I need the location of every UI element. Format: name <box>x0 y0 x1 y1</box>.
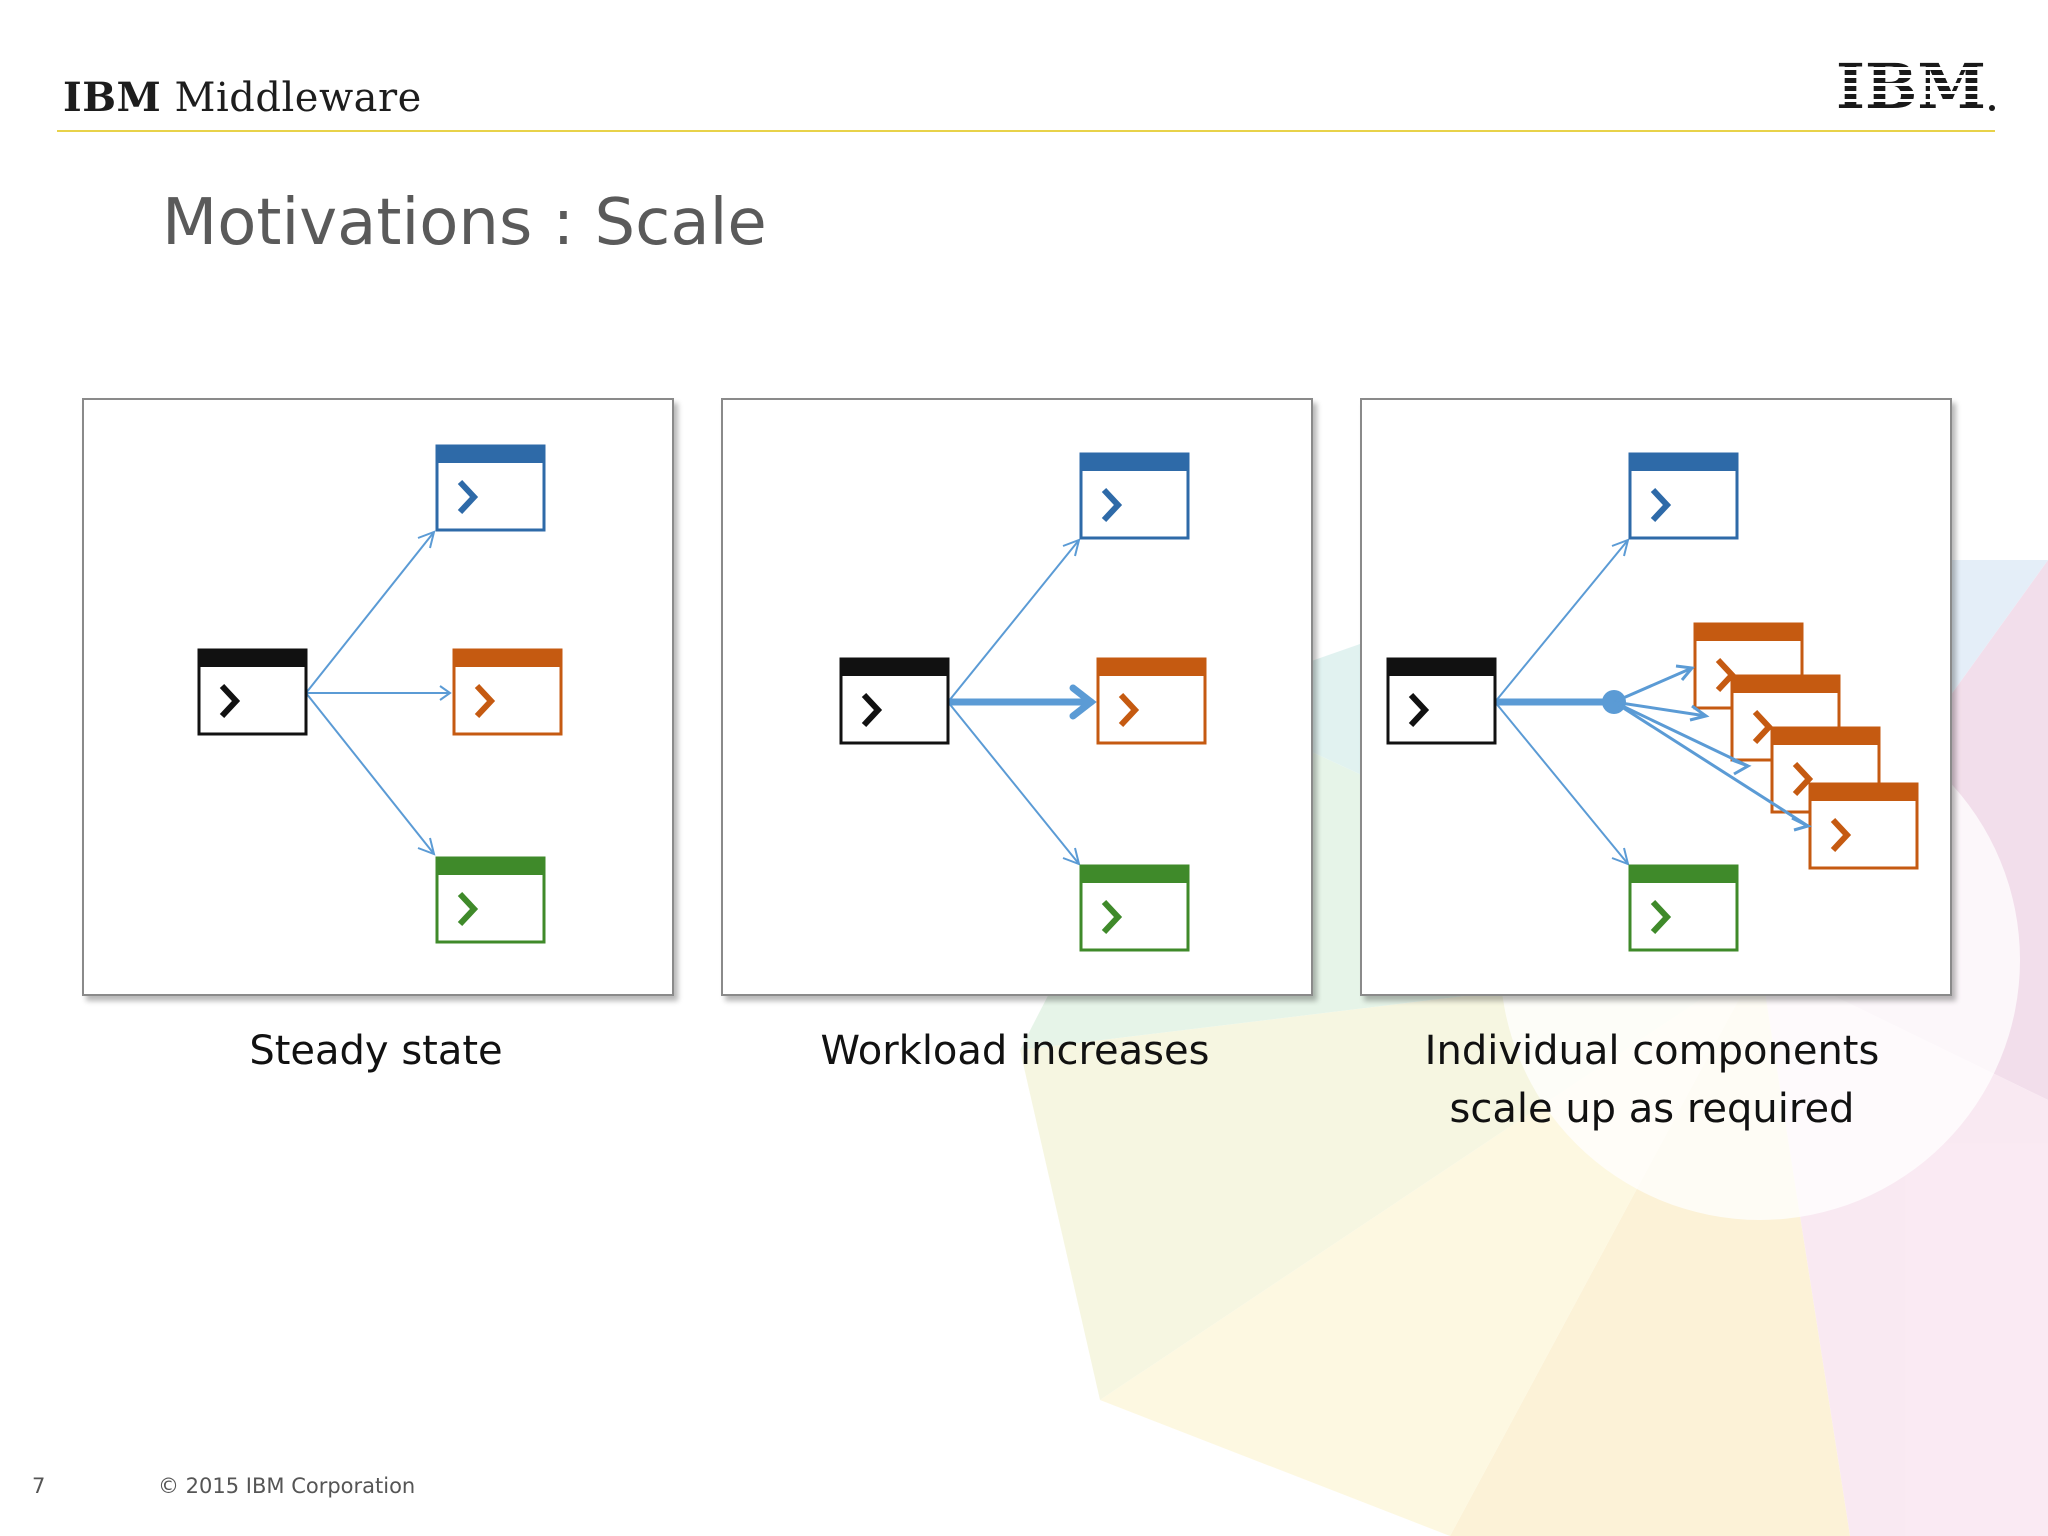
caption-line: scale up as required <box>1449 1086 1855 1132</box>
arrow-to-green <box>305 692 435 855</box>
arrow-to-blue <box>947 539 1080 703</box>
blue-service-window-icon <box>1079 452 1190 540</box>
green-service-window-icon <box>435 856 546 944</box>
caption-workload-increases: Workload increases <box>715 1022 1315 1080</box>
ibm-logo: IBM <box>1836 54 1995 116</box>
blue-service-window-icon <box>435 444 546 532</box>
header-brand: IBM Middleware <box>63 74 422 121</box>
client-window-icon <box>1386 657 1497 745</box>
diagram-steady-state <box>197 444 563 944</box>
ibm-logo-text: IBM <box>1836 54 1986 116</box>
orange-service-window-icon <box>452 648 563 736</box>
client-window-icon <box>197 648 308 736</box>
caption-line: Individual components <box>1424 1028 1880 1074</box>
brand-rest: Middleware <box>174 75 422 121</box>
orange-service-window-icon <box>1096 657 1207 745</box>
arrow-to-green <box>947 701 1080 865</box>
diagram-scale-up <box>1386 452 1919 952</box>
caption-line: Workload increases <box>820 1028 1210 1074</box>
arrow-to-blue <box>305 531 435 694</box>
panel-steady-state <box>82 398 674 996</box>
brand-bold: IBM <box>63 74 162 121</box>
blue-service-window-icon <box>1628 452 1739 540</box>
diagram-workload-increases <box>839 452 1207 952</box>
slide-title: Motivations : Scale <box>162 186 767 260</box>
caption-steady-state: Steady state <box>76 1022 676 1080</box>
caption-scale-up: Individual components scale up as requir… <box>1352 1022 1952 1138</box>
fan-out-arrows <box>1613 664 1813 832</box>
copyright: © 2015 IBM Corporation <box>158 1474 416 1498</box>
arrow-to-blue <box>1494 539 1629 703</box>
page-number: 7 <box>32 1474 46 1498</box>
orange-instance-window-icon <box>1808 782 1919 870</box>
header-rule <box>57 130 1995 132</box>
arrow-to-green <box>1494 701 1629 865</box>
green-service-window-icon <box>1628 864 1739 952</box>
client-window-icon <box>839 657 950 745</box>
panel-scale-up <box>1360 398 1952 996</box>
thick-arrow-to-orange <box>944 684 1097 720</box>
caption-line: Steady state <box>249 1028 503 1074</box>
green-service-window-icon <box>1079 864 1190 952</box>
panel-workload-increases <box>721 398 1313 996</box>
